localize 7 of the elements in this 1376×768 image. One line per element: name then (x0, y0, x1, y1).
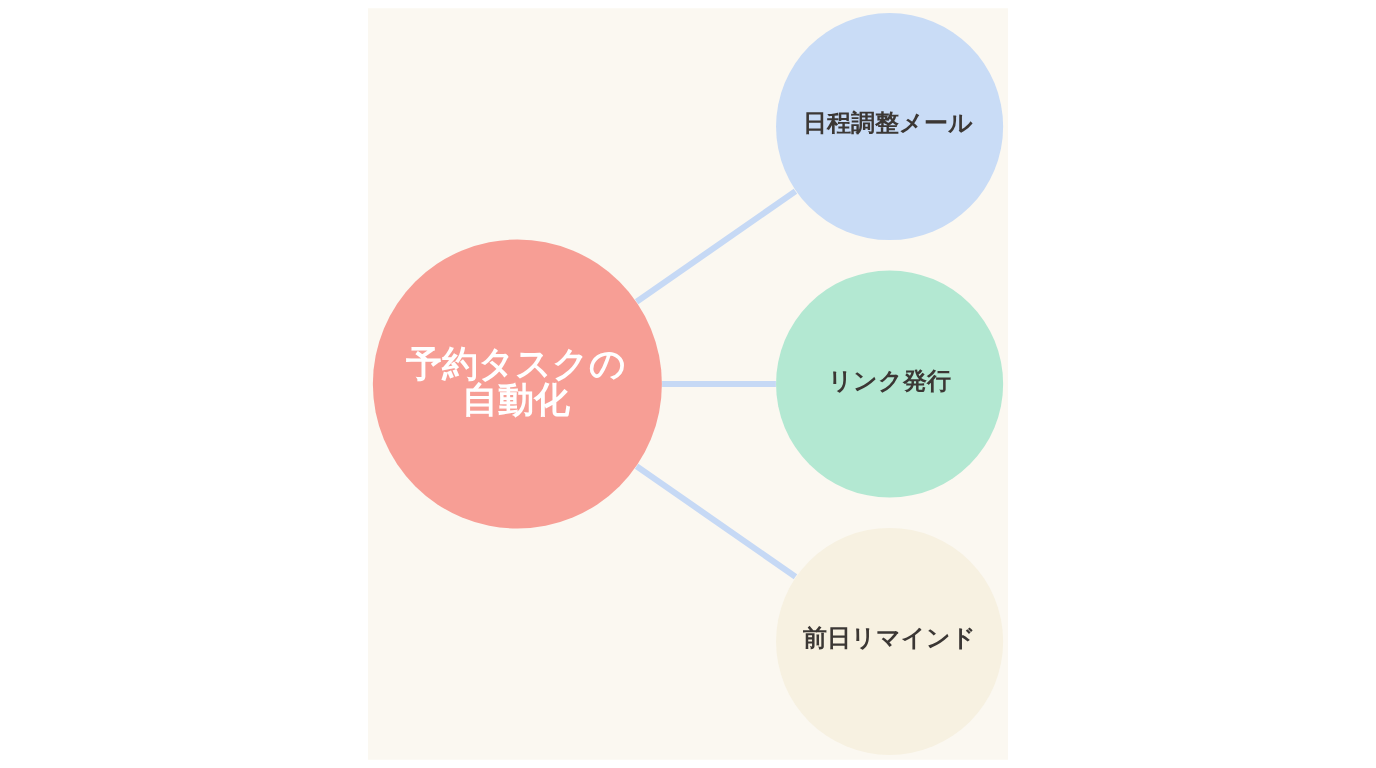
node-circle: 前日リマインド (776, 527, 1004, 755)
connector (634, 463, 798, 580)
node-circle: リンク発行 (776, 270, 1004, 498)
connector (634, 188, 798, 305)
connector (662, 380, 776, 388)
node-circle: 日程調整メール (776, 13, 1004, 241)
node-circle: 予約タスクの自動化 (372, 239, 662, 529)
